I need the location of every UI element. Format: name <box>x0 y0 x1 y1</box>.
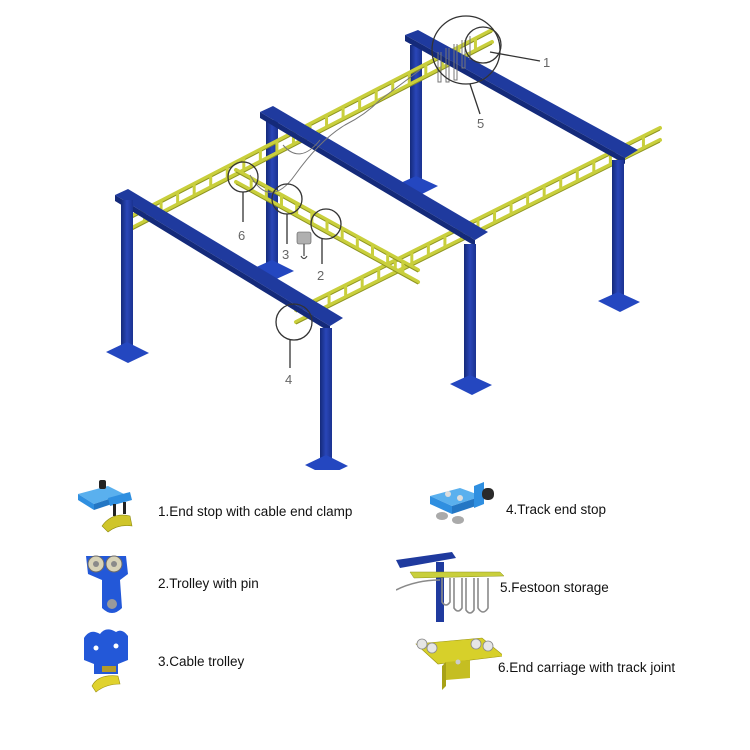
callout-number-2: 2 <box>317 268 324 283</box>
legend-label-1: 1.End stop with cable end clamp <box>158 503 353 519</box>
callout-6: 6 <box>227 161 259 243</box>
legend-item-3: 3.Cable trolley <box>72 626 244 696</box>
end-stop-clamp-icon <box>78 480 133 533</box>
track-end-stop-icon <box>430 482 494 524</box>
column-back-far-right <box>598 160 640 312</box>
column-middle-front <box>450 244 492 395</box>
column-front-right <box>305 328 348 470</box>
chain-hoist <box>296 231 312 260</box>
callout-1: 1 <box>464 26 550 70</box>
beam-front <box>115 189 343 332</box>
legend-label-6: 6.End carriage with track joint <box>498 659 676 675</box>
festoon-cables <box>249 36 471 193</box>
legend-item-2: 2.Trolley with pin <box>72 548 259 618</box>
callout-number-5: 5 <box>477 116 484 131</box>
legend-label-3: 3.Cable trolley <box>158 653 245 669</box>
callout-2: 2 <box>310 208 342 283</box>
beam-back <box>405 30 638 164</box>
festoon-storage-icon <box>396 552 505 622</box>
legend-label-5: 5.Festoon storage <box>500 579 609 595</box>
legend-item-5: 5.Festoon storage <box>396 552 609 622</box>
legend-item-4: 4.Track end stop <box>420 474 606 544</box>
callout-number-4: 4 <box>285 372 292 387</box>
column-front-left <box>106 200 149 363</box>
legend-item-1: 1.End stop with cable end clamp <box>72 476 352 546</box>
runway-tracks <box>126 28 662 325</box>
bridge-track <box>234 168 420 285</box>
crane-structure-illustration: 5 1 6 3 2 4 <box>106 15 662 470</box>
legend-item-6: 6.End carriage with track joint <box>412 632 675 702</box>
end-carriage-icon <box>415 637 502 690</box>
cable-trolley-icon <box>84 629 128 693</box>
track-rail-shadow <box>235 183 419 285</box>
callout-number-3: 3 <box>282 247 289 262</box>
legend-label-2: 2.Trolley with pin <box>158 575 259 591</box>
trolley-pin-icon <box>86 555 128 613</box>
callout-number-6: 6 <box>238 228 245 243</box>
beam-middle <box>260 106 488 246</box>
callout-3: 3 <box>271 183 303 262</box>
legend-label-4: 4.Track end stop <box>506 501 607 517</box>
callout-4: 4 <box>275 303 313 387</box>
callout-number-1: 1 <box>543 55 550 70</box>
